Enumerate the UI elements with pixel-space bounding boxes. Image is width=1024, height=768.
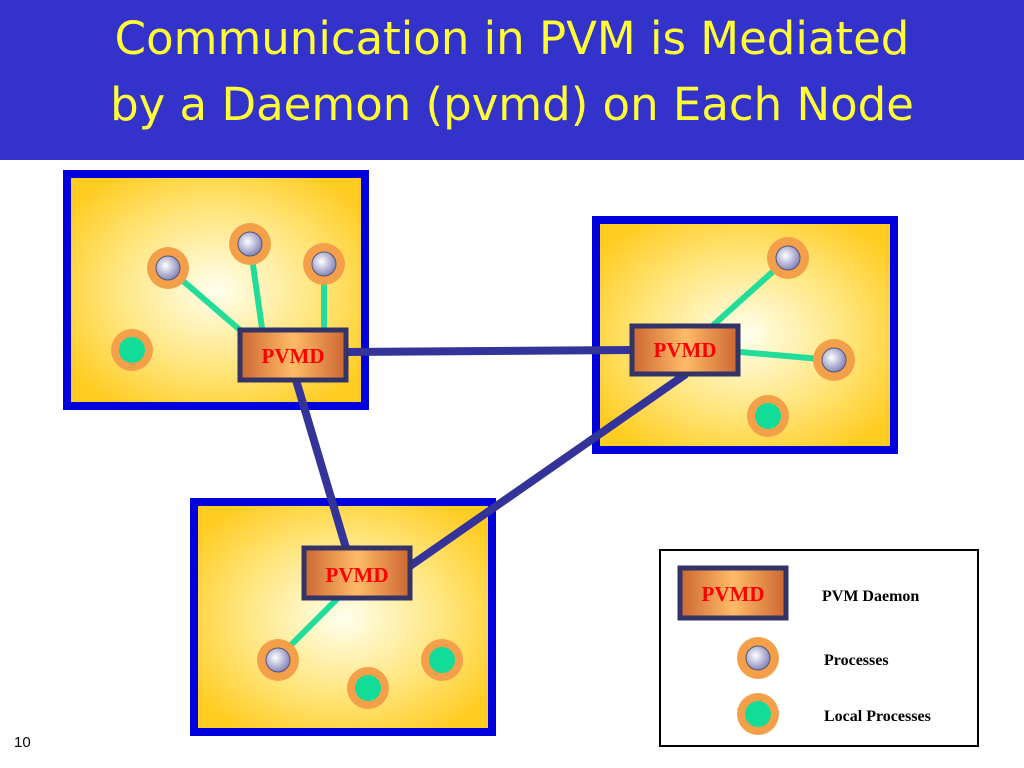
link-pvmd1-pvmd2 <box>345 346 633 356</box>
link-pvmd2-pvmd3 <box>407 370 689 570</box>
pvmd-node-3: PVMD <box>301 545 413 601</box>
pvmd-node-1: PVMD <box>237 327 349 383</box>
legend-pvmd-label: PVMD <box>702 582 765 606</box>
link-pvmd1-pvmd3 <box>292 378 350 550</box>
slide-title-line-2: by a Daemon (pvmd) on Each Node <box>110 78 914 131</box>
legend-pvmd-box: PVMD <box>677 565 789 621</box>
process-icon <box>813 339 855 381</box>
local-process-icon <box>111 329 153 371</box>
legend: PVMD PVM Daemon Processes Local Processe… <box>659 549 979 747</box>
legend-local-process-icon <box>737 693 779 735</box>
local-process-icon <box>747 395 789 437</box>
slide-title-line-1: Communication in PVM is Mediated <box>114 12 910 65</box>
pvmd-label: PVMD <box>654 338 717 362</box>
legend-daemon-desc: PVM Daemon <box>822 588 919 605</box>
legend-process-icon <box>737 637 779 679</box>
process-icon <box>303 243 345 285</box>
process-icon <box>229 223 271 265</box>
pvmd-label: PVMD <box>262 344 325 368</box>
pvmd-label: PVMD <box>326 563 389 587</box>
process-icon <box>257 639 299 681</box>
slide-title: Communication in PVM is Mediated by a Da… <box>0 6 1024 138</box>
legend-process-desc: Processes <box>824 652 889 669</box>
legend-local-process-desc: Local Processes <box>824 708 931 725</box>
local-process-icon <box>421 639 463 681</box>
pvmd-node-2: PVMD <box>629 323 741 377</box>
title-bar <box>0 0 1024 160</box>
process-icon <box>147 247 189 289</box>
local-process-icon <box>347 667 389 709</box>
slide-number: 10 <box>14 734 31 751</box>
process-icon <box>767 237 809 279</box>
